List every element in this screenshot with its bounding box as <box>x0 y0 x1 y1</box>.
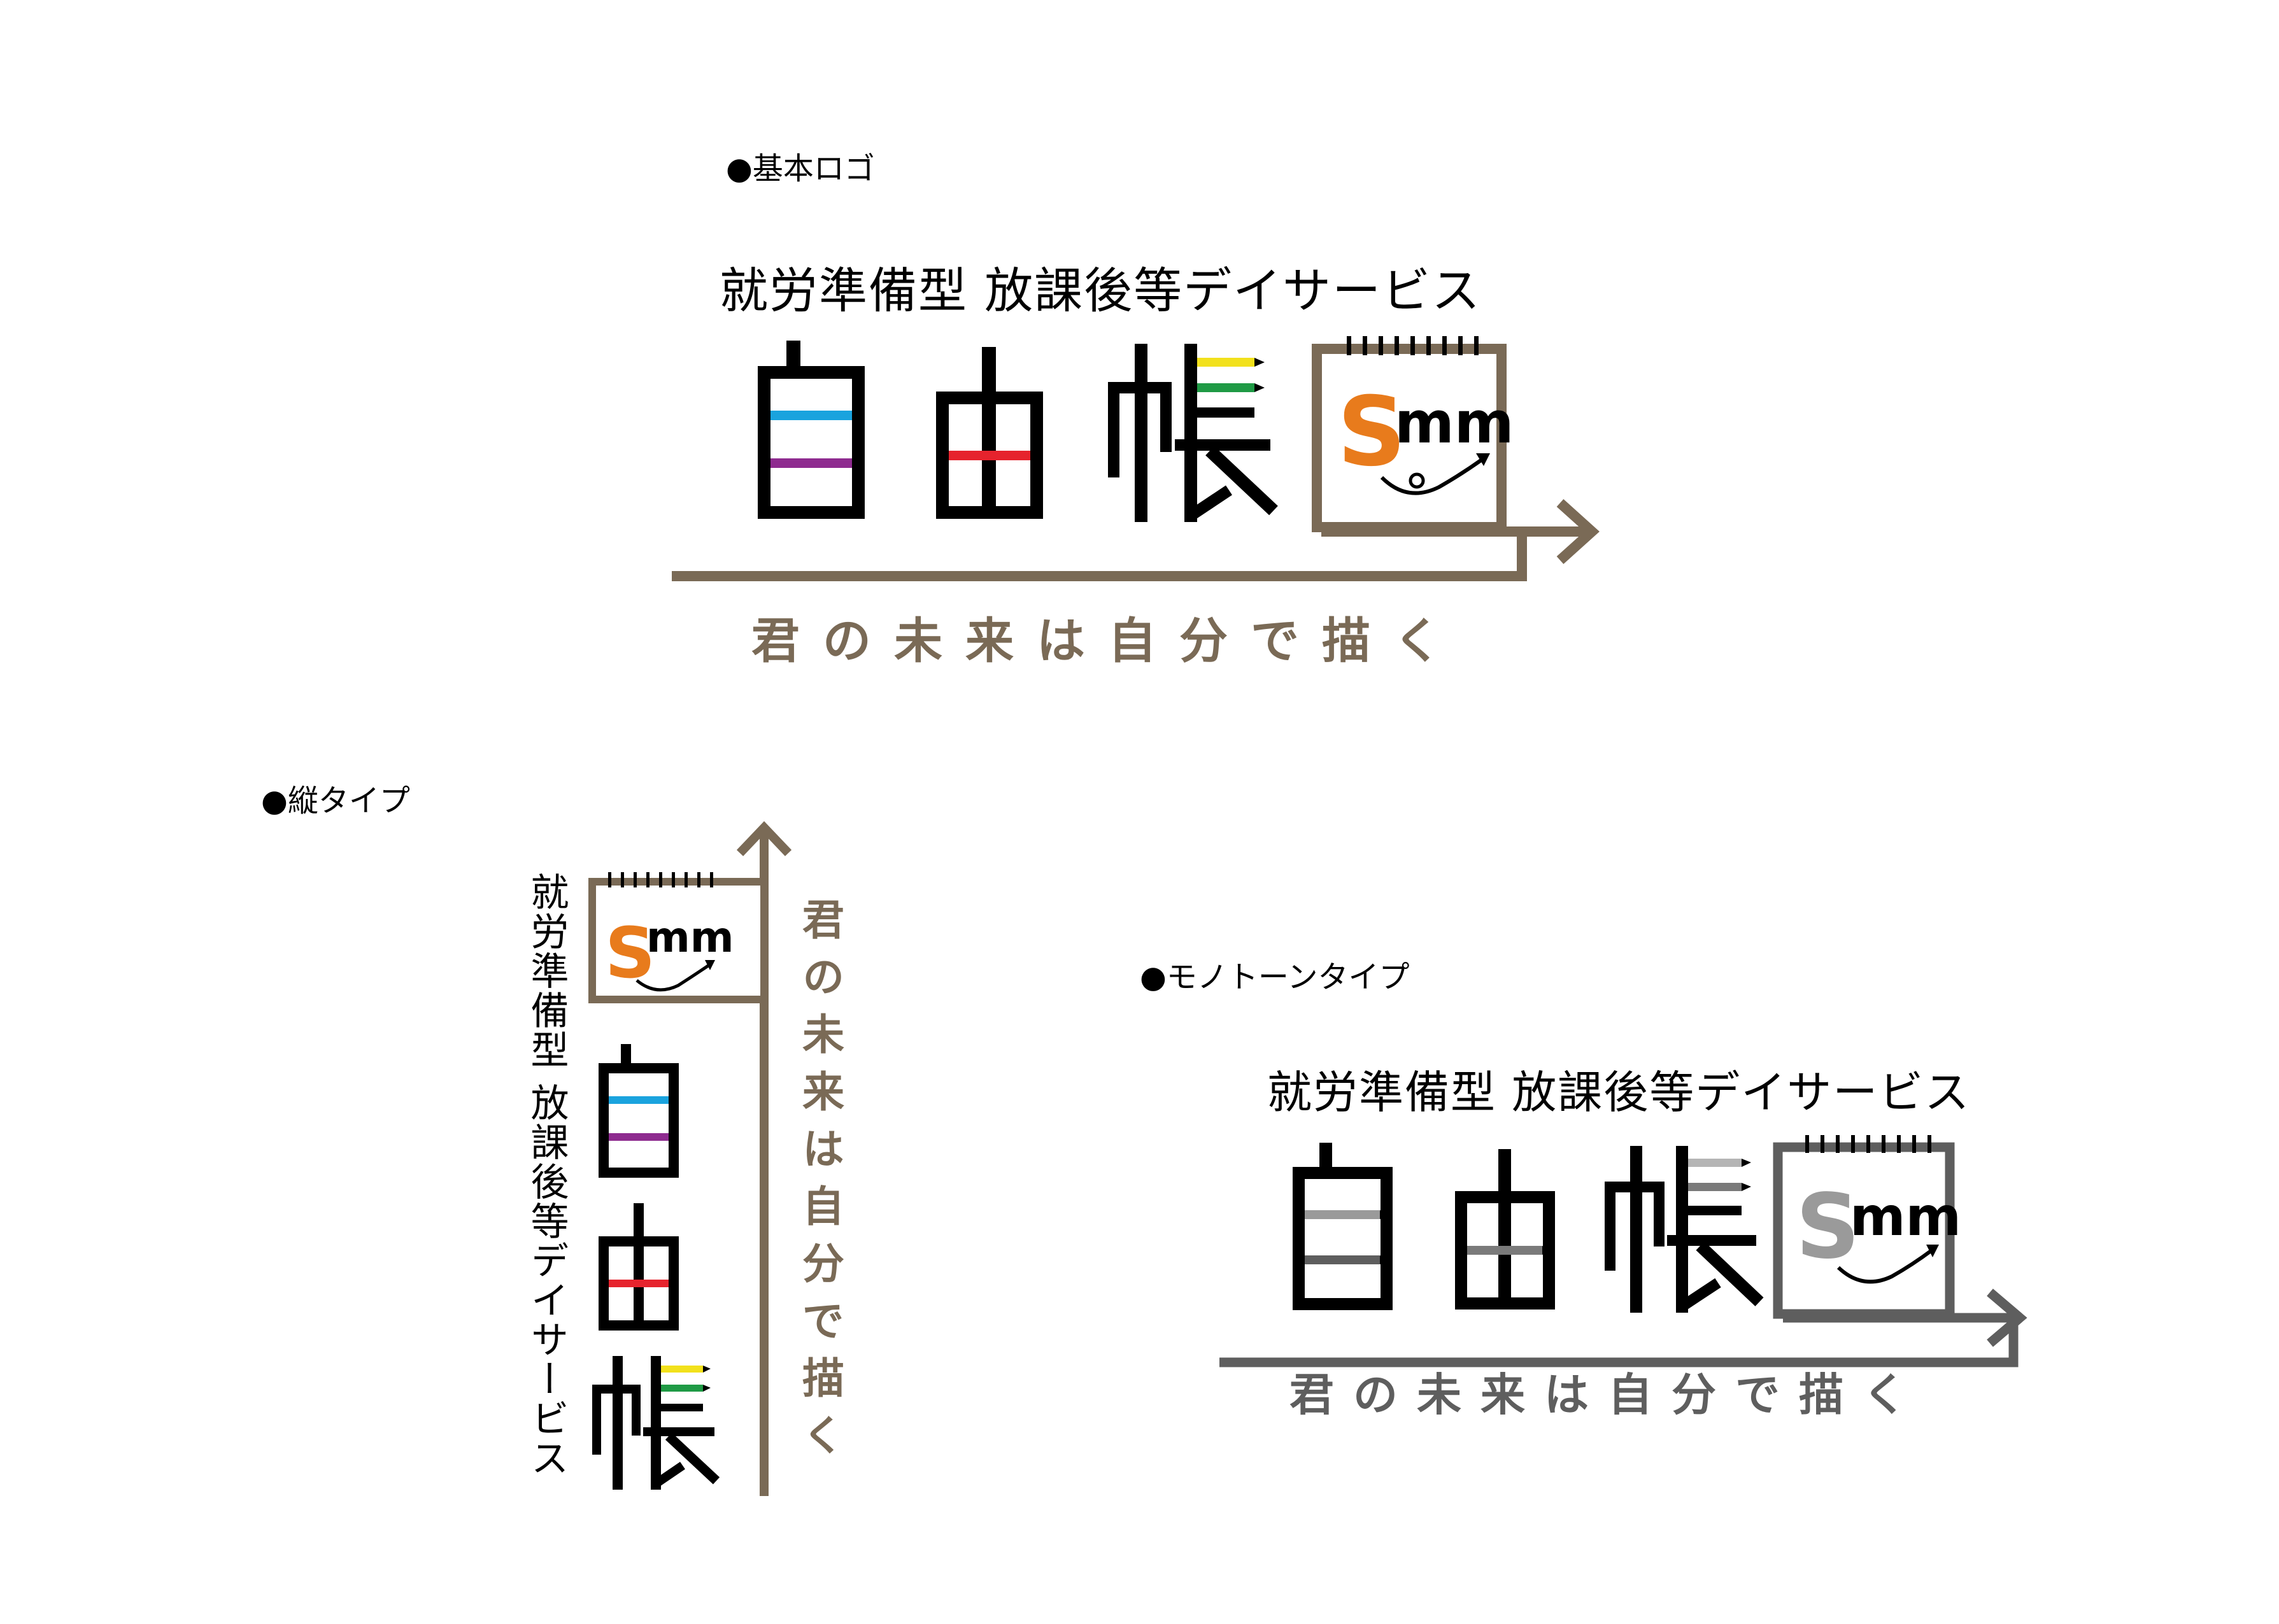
pencil-blue-icon <box>770 411 863 420</box>
mono-badge-mm-text: mm <box>1850 1185 1961 1248</box>
badge-s-letter: S <box>1337 377 1406 488</box>
section-label-vertical: ●縦タイプ <box>261 783 410 819</box>
pencil-red-icon <box>949 451 1042 460</box>
pencil-yellow-icon <box>1197 358 1265 367</box>
brand-char-yu <box>936 347 1043 519</box>
brand-char-cho <box>1108 344 1278 522</box>
vertical-brand-char-yu <box>599 1203 679 1331</box>
brown-baseline <box>672 535 1527 581</box>
arrow-head-icon <box>1556 499 1600 564</box>
mono-brand-char-yu <box>1455 1149 1555 1310</box>
vertical-notebook-badge-icon: S mm <box>588 872 768 1003</box>
mono-baseline <box>1219 1321 2019 1367</box>
mono-notebook-badge-icon: S mm <box>1773 1135 1961 1319</box>
basic-logo-graphic: S mm <box>672 336 1600 581</box>
vertical-brand-char-ji <box>599 1044 679 1178</box>
vertical-tagline: 君の未来は自分で描く <box>795 898 845 1471</box>
mono-logo-subtitle: 就労準備型 放課後等デイサービス <box>1267 1066 1971 1119</box>
vertical-logo-subtitle: 就労準備型 放課後等デイサービス <box>524 872 569 1478</box>
vertical-arrow-head-icon <box>736 821 792 856</box>
pencil-green-icon <box>1197 383 1265 392</box>
mono-logo-graphic: S mm <box>1219 1135 2027 1367</box>
section-label-mono: ●モノトーンタイプ <box>1140 959 1410 995</box>
vertical-badge-mm-text: mm <box>646 913 734 962</box>
badge-mm-text: mm <box>1395 390 1514 456</box>
mono-arrow-head-icon <box>1987 1289 2027 1347</box>
mono-brand-char-ji <box>1293 1143 1393 1310</box>
notebook-badge-icon: S mm <box>1312 336 1514 532</box>
pencil-purple-icon <box>770 458 863 468</box>
mono-tagline: 君の未来は自分で描く <box>1289 1368 1926 1421</box>
basic-logo-subtitle: 就労準備型 放課後等デイサービス <box>720 262 1482 319</box>
basic-tagline: 君の未来は自分で描く <box>751 612 1465 669</box>
vertical-logo-graphic: S mm <box>588 821 792 1496</box>
vertical-brand-char-cho <box>592 1356 720 1490</box>
mono-badge-s-letter: S <box>1796 1175 1860 1279</box>
section-label-basic: ●基本ロゴ <box>726 151 875 187</box>
vertical-badge-s-letter: S <box>605 912 655 994</box>
mono-brand-char-cho <box>1605 1146 1764 1313</box>
brand-char-ji <box>758 341 865 519</box>
